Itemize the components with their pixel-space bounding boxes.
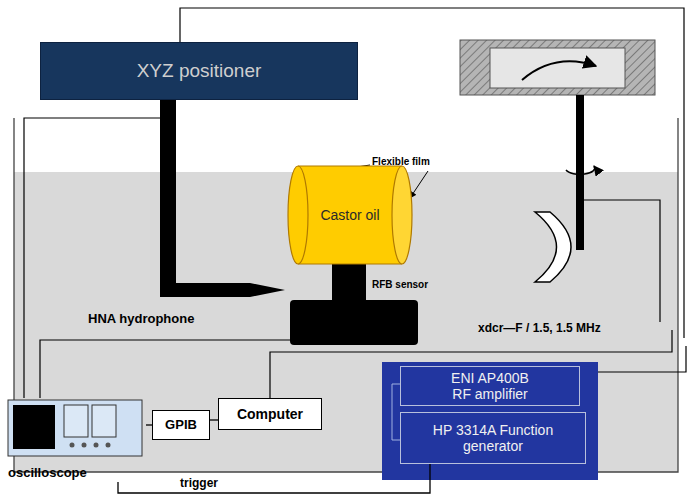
transducer-cable	[584, 200, 660, 322]
part-label: Flexible film	[372, 156, 430, 167]
scope-knob	[82, 443, 87, 448]
rotary-stage-window	[490, 48, 625, 88]
cylinder-body	[298, 166, 402, 264]
focused-transducer	[535, 212, 571, 282]
signal-label: trigger	[180, 477, 218, 490]
hydrophone-rod	[160, 100, 176, 290]
node-text: Computer	[237, 406, 303, 422]
flexible-film-end	[392, 166, 412, 264]
bus-box: GPIB	[152, 410, 210, 440]
node-text: ENI AP400B RF amplifier	[442, 370, 538, 402]
instrument-rack	[382, 362, 598, 480]
part-label: HNA hydrophone	[88, 312, 194, 326]
rack-link	[392, 384, 400, 440]
computer-box: Computer	[218, 398, 322, 430]
node-text: HP 3314A Function generator	[430, 422, 556, 454]
positioner-box: XYZ positioner	[40, 42, 358, 100]
amplifier-cable	[598, 346, 686, 372]
amplifier-box: ENI AP400B RF amplifier	[400, 366, 580, 406]
scope-panel	[64, 405, 88, 437]
sensor-cable	[40, 340, 290, 398]
hydrophone-cable	[24, 118, 160, 398]
leader-line	[410, 171, 428, 198]
flexible-film-end	[288, 166, 308, 264]
node-text: GPIB	[165, 418, 197, 433]
node-text: oscilloscope	[8, 466, 87, 481]
sensor-base	[290, 300, 418, 345]
sensor-stand	[332, 264, 366, 302]
part-label: RFB sensor	[372, 279, 428, 290]
part-label: xdcr—F / 1.5, 1.5 MHz	[478, 322, 601, 335]
scope-screen	[13, 405, 55, 449]
scope-knob	[94, 443, 99, 448]
cylinder-edge	[298, 166, 402, 264]
generator-box: HP 3314A Function generator	[400, 412, 586, 464]
transducer-rod	[576, 95, 584, 250]
scope-case	[8, 400, 142, 456]
scope-panel	[92, 405, 116, 437]
oscilloscope-unit: oscilloscope	[6, 398, 146, 482]
node-text: XYZ positioner	[137, 60, 262, 82]
rotation-arrow	[522, 61, 596, 80]
rotary-stage	[460, 40, 655, 95]
signal-wire	[210, 419, 218, 420]
rotation-symbol	[566, 166, 595, 174]
node-text: Castor oil	[320, 207, 379, 223]
scope-knob	[106, 443, 111, 448]
scope-knob	[70, 443, 75, 448]
signal-wire	[118, 464, 430, 493]
oil-cylinder: Castor oil	[286, 164, 414, 266]
hydrophone-needle	[160, 283, 285, 297]
